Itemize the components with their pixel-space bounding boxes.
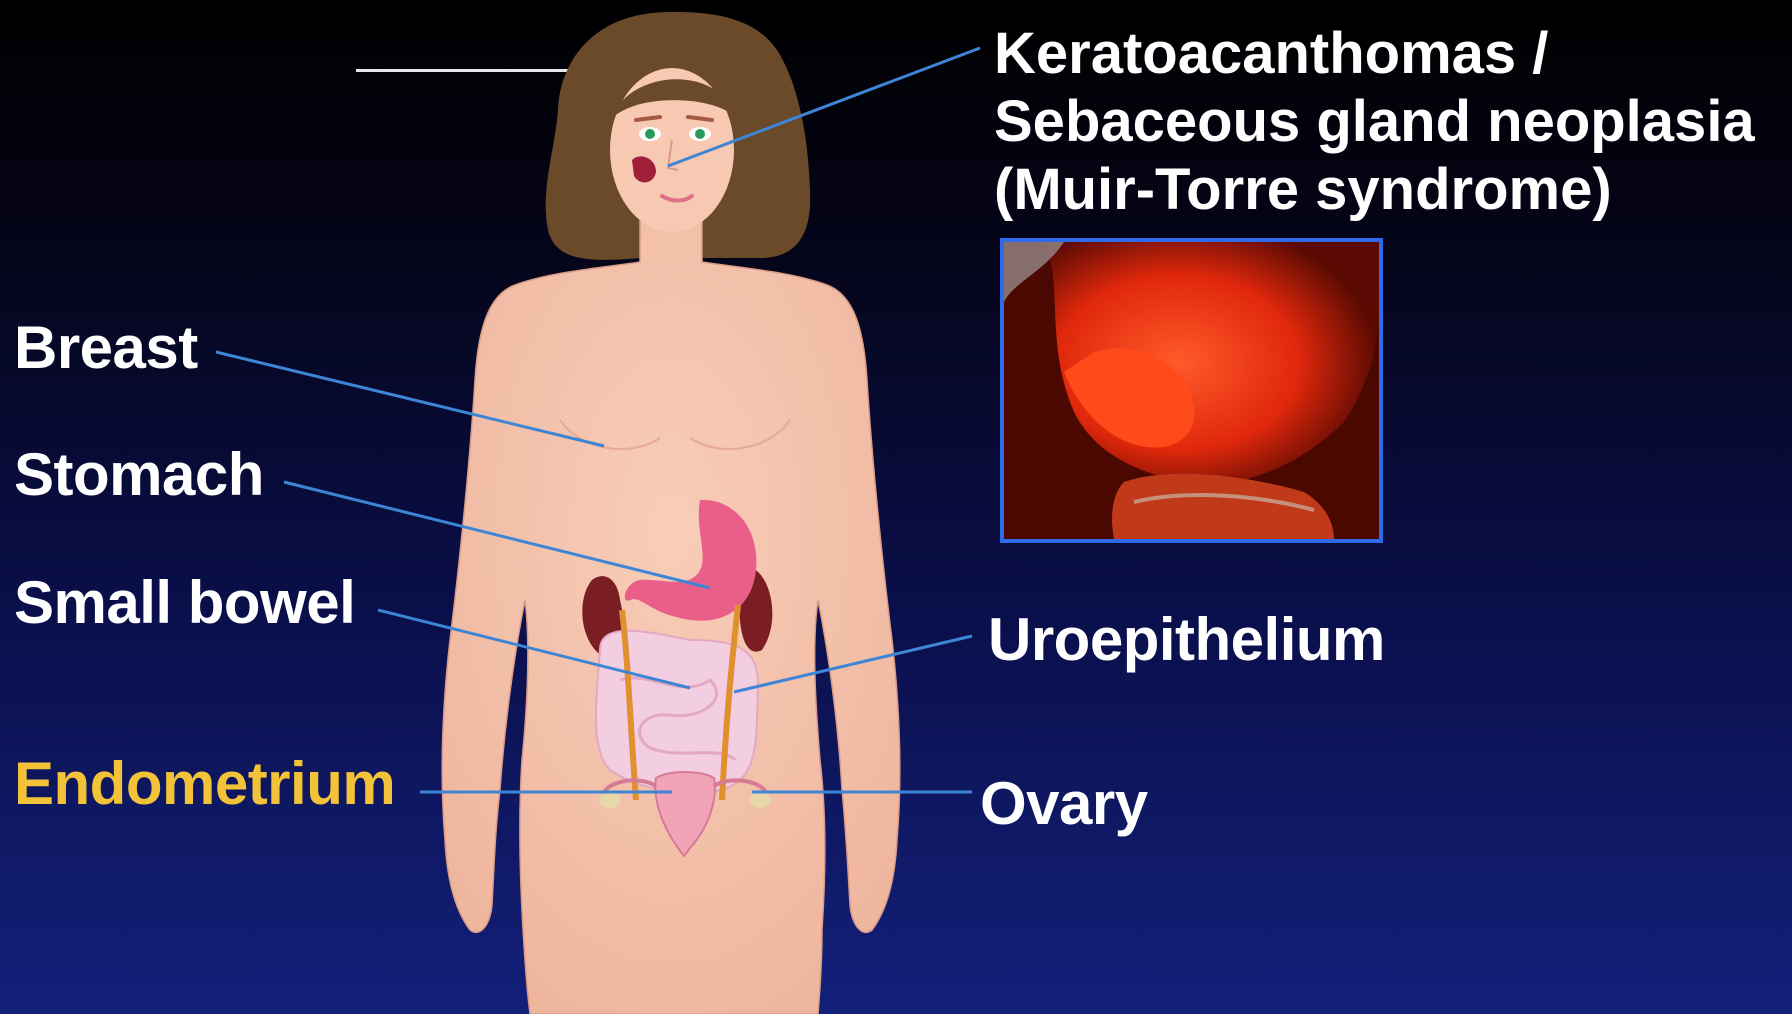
ovary-right xyxy=(749,792,771,808)
title-line-1: Keratoacanthomas / xyxy=(994,20,1755,88)
label-breast: Breast xyxy=(14,318,198,378)
label-stomach: Stomach xyxy=(14,445,264,505)
ovary-left xyxy=(599,792,621,808)
label-endometrium: Endometrium xyxy=(14,754,395,814)
title-keratoacanthomas: Keratoacanthomas / Sebaceous gland neopl… xyxy=(994,20,1755,224)
label-uroepithelium: Uroepithelium xyxy=(988,610,1385,670)
title-line-3: (Muir-Torre syndrome) xyxy=(994,156,1755,224)
label-ovary: Ovary xyxy=(980,774,1148,834)
label-small-bowel: Small bowel xyxy=(14,573,355,633)
title-line-2: Sebaceous gland neoplasia xyxy=(994,88,1755,156)
skin-lesion-photo xyxy=(1000,238,1383,543)
